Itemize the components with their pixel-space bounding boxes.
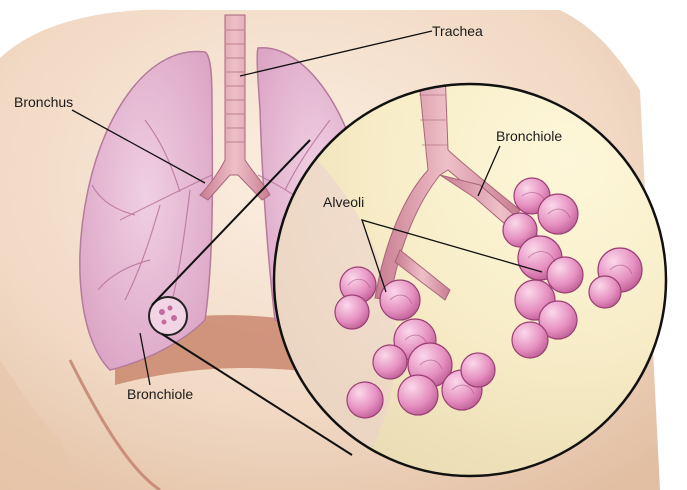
bronchiole-lung-label: Bronchiole	[127, 386, 193, 402]
alveoli-label: Alveoli	[323, 194, 364, 210]
bronchiole-zoom-label: Bronchiole	[496, 128, 562, 144]
trachea-label: Trachea	[432, 23, 483, 39]
bronchus-label: Bronchus	[14, 94, 73, 110]
